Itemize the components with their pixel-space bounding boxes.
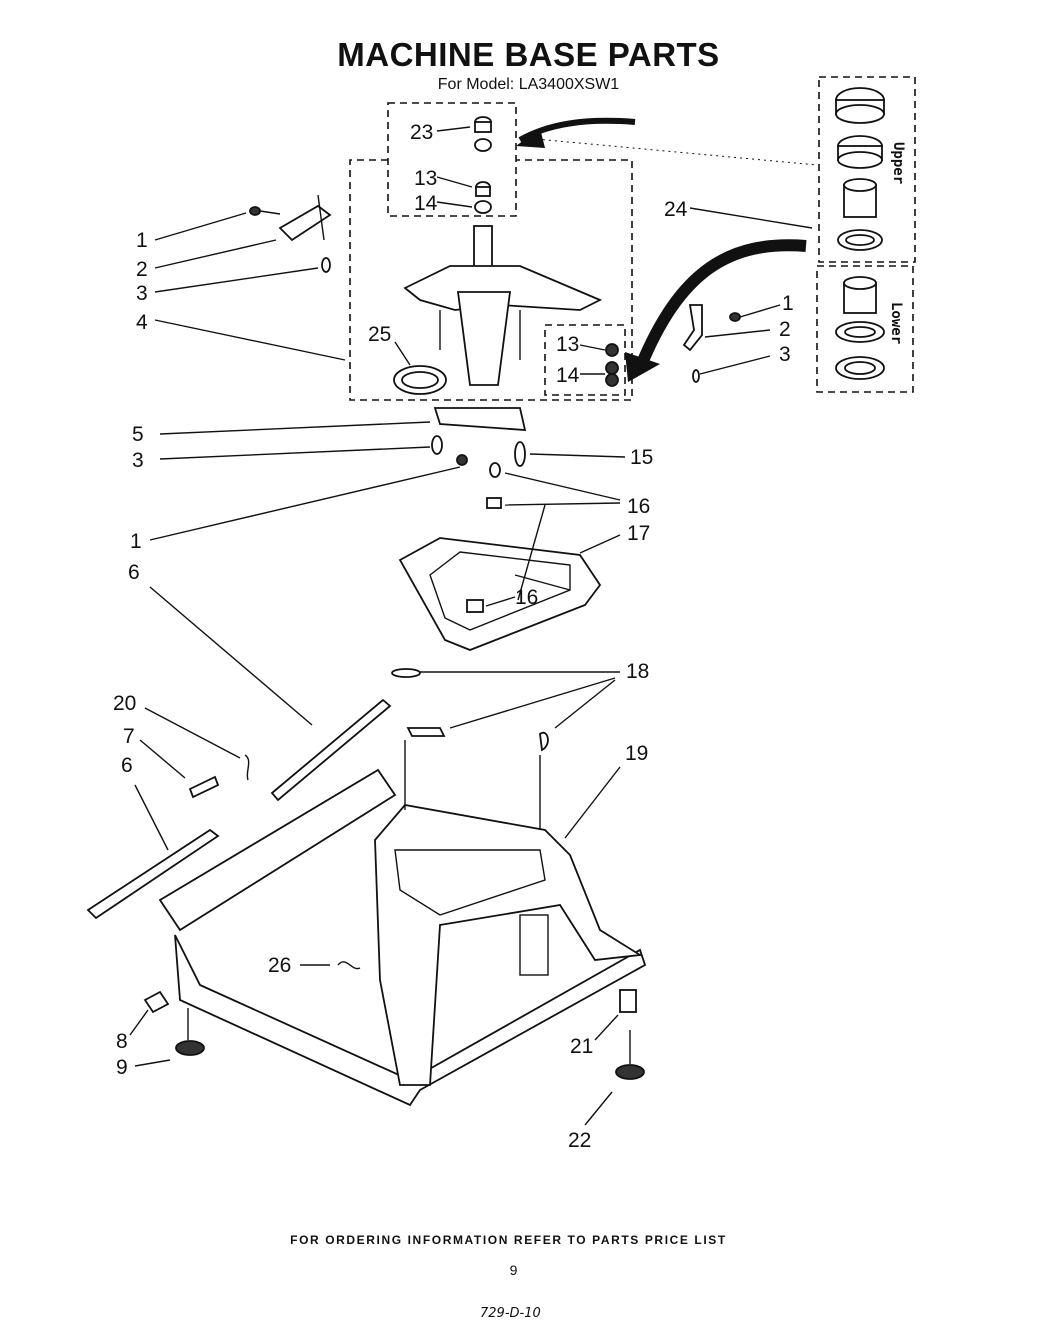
callout-18: 18 bbox=[626, 660, 649, 683]
callout-6-lower: 6 bbox=[121, 754, 133, 777]
lever-springs bbox=[431, 407, 527, 509]
callout-6: 6 bbox=[128, 561, 140, 584]
hub-group-box bbox=[387, 102, 517, 217]
callout-19: 19 bbox=[625, 742, 648, 765]
callout-16-frame: 16 bbox=[515, 586, 538, 609]
callout-13-side: 13 bbox=[556, 333, 579, 356]
page-number: 9 bbox=[509, 1262, 518, 1278]
hub-stack bbox=[474, 116, 492, 214]
callout-21: 21 bbox=[570, 1035, 593, 1058]
callout-23: 23 bbox=[410, 121, 433, 144]
clips bbox=[391, 668, 549, 752]
machine-base bbox=[158, 740, 647, 1107]
callout-3-lower: 3 bbox=[132, 449, 144, 472]
side-group-box bbox=[544, 324, 626, 396]
callout-4: 4 bbox=[136, 311, 148, 334]
callout-26: 26 bbox=[268, 954, 291, 977]
left-bracket bbox=[249, 194, 332, 273]
transmission-assembly bbox=[393, 225, 619, 395]
drive-frame bbox=[398, 537, 602, 651]
leveling-feet bbox=[143, 961, 645, 1080]
callout-1-lower: 1 bbox=[130, 530, 142, 553]
page-title: MACHINE BASE PARTS bbox=[337, 36, 720, 73]
upper-bearing-inset bbox=[818, 76, 916, 263]
callout-7: 7 bbox=[123, 725, 135, 748]
callout-9: 9 bbox=[116, 1056, 128, 1079]
callout-2-right: 2 bbox=[779, 318, 791, 341]
lower-arrow bbox=[634, 239, 807, 371]
callout-3: 3 bbox=[136, 282, 148, 305]
callout-labels: 23 13 14 24 1 2 3 4 25 1 2 3 13 14 5 3 1… bbox=[113, 121, 794, 1152]
ordering-footer: FOR ORDERING INFORMATION REFER TO PARTS … bbox=[290, 1233, 727, 1247]
callout-25: 25 bbox=[368, 323, 391, 346]
callout-1-right: 1 bbox=[782, 292, 794, 315]
leader-lines bbox=[129, 126, 813, 1126]
callout-3-right: 3 bbox=[779, 343, 791, 366]
left-rails bbox=[86, 698, 392, 920]
document-code: 729-D-10 bbox=[480, 1306, 541, 1321]
upper-bearings bbox=[835, 87, 885, 251]
callout-13: 13 bbox=[414, 167, 437, 190]
model-subtitle: For Model: LA3400XSW1 bbox=[437, 76, 620, 93]
upper-label: Upper bbox=[890, 142, 906, 184]
callout-15: 15 bbox=[630, 446, 653, 469]
callout-16: 16 bbox=[627, 495, 650, 518]
callout-14: 14 bbox=[414, 192, 438, 215]
callout-14-side: 14 bbox=[556, 364, 580, 387]
lower-label: Lower bbox=[888, 302, 904, 344]
callout-8: 8 bbox=[116, 1030, 128, 1053]
callout-17: 17 bbox=[627, 522, 650, 545]
inset-leader bbox=[524, 137, 818, 166]
lower-bearing-inset bbox=[816, 265, 914, 393]
callout-22: 22 bbox=[568, 1129, 591, 1152]
callout-2: 2 bbox=[136, 258, 148, 281]
lower-bearings bbox=[835, 276, 885, 380]
upper-arrow bbox=[518, 117, 636, 143]
callout-1: 1 bbox=[136, 229, 148, 252]
callout-20: 20 bbox=[113, 692, 136, 715]
callout-24: 24 bbox=[664, 198, 688, 221]
transmission-group-box bbox=[349, 159, 633, 401]
callout-5: 5 bbox=[132, 423, 144, 446]
